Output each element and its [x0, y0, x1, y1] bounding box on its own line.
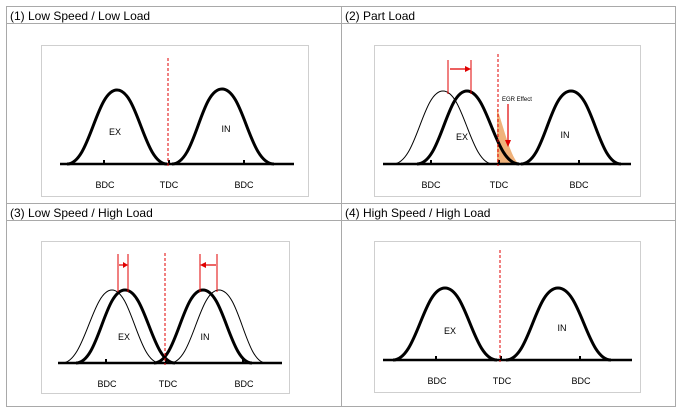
panel4-in-curve [505, 286, 612, 362]
diagram-grid: (1) Low Speed / Low Load (2) Part Load (… [6, 6, 676, 407]
panel1-in-label: IN [222, 124, 231, 134]
panel3-ex-curve-base [61, 289, 161, 364]
panel2-in-label: IN [561, 130, 570, 140]
panel1-ex-curve [66, 88, 168, 166]
panel1-title: (1) Low Speed / Low Load [10, 9, 151, 23]
panel4-bdc-right-label: BDC [571, 376, 591, 386]
panel2-egr-annotation: EGR Effect [502, 97, 532, 103]
panel2-shift-arrowhead [465, 66, 471, 72]
panel3-in-arrowhead [200, 262, 206, 268]
panel4-in-label: IN [558, 323, 567, 333]
panel2-card: EGR Effect EX IN BDC TDC BDC [374, 45, 641, 197]
panel2-ex-label: EX [456, 132, 468, 142]
panel2-bdc-right-label: BDC [569, 180, 589, 190]
panel4-tdc-label: TDC [493, 376, 512, 386]
panel3-plot: EX IN BDC TDC BDC [58, 253, 282, 389]
panel3-in-curve-base [169, 289, 267, 364]
panel3-card: EX IN BDC TDC BDC [41, 241, 290, 394]
panel2-tdc-label: TDC [490, 180, 509, 190]
panel4-ex-label: EX [444, 326, 456, 336]
panel4-card: EX IN BDC TDC BDC [374, 241, 641, 393]
row1-title-divider [7, 23, 675, 24]
panel4-bdc-left-label: BDC [427, 376, 447, 386]
row2-title-divider [7, 220, 675, 221]
panel2-ex-curve-base [392, 90, 494, 165]
panel2-in-curve [520, 89, 622, 166]
panel1-tdc-label: TDC [160, 180, 179, 190]
panel2-bdc-left-label: BDC [421, 180, 441, 190]
panel2-ex-curve-retarded [416, 89, 520, 166]
panel1-ex-label: EX [109, 127, 121, 137]
panel2-plot: EGR Effect EX IN BDC TDC BDC [383, 54, 631, 190]
panel2-egr-pointer-head [505, 140, 511, 147]
panel3-ex-label: EX [118, 332, 130, 342]
panel1-bdc-right-label: BDC [234, 180, 254, 190]
panel1-in-curve [171, 87, 275, 166]
panel1-bdc-left-label: BDC [95, 180, 115, 190]
panel3-ex-arrowhead [123, 262, 128, 268]
panel4-ex-curve [392, 286, 498, 362]
panel3-bdc-right-label: BDC [234, 379, 254, 389]
panel4-plot: EX IN BDC TDC BDC [383, 250, 632, 386]
panel3-bdc-left-label: BDC [97, 379, 117, 389]
panel3-in-curve-advanced [153, 288, 253, 365]
panel3-in-label: IN [201, 332, 210, 342]
column-divider [341, 7, 342, 406]
row-divider [7, 203, 675, 204]
panel2-title: (2) Part Load [345, 9, 416, 23]
panel1-card: EX IN BDC TDC BDC [41, 45, 309, 197]
panel4-title: (4) High Speed / High Load [345, 206, 491, 220]
panel3-title: (3) Low Speed / High Load [10, 206, 153, 220]
panel1-plot: EX IN BDC TDC BDC [60, 58, 294, 190]
panel3-tdc-label: TDC [159, 379, 178, 389]
panel3-ex-curve-retarded [75, 288, 176, 365]
